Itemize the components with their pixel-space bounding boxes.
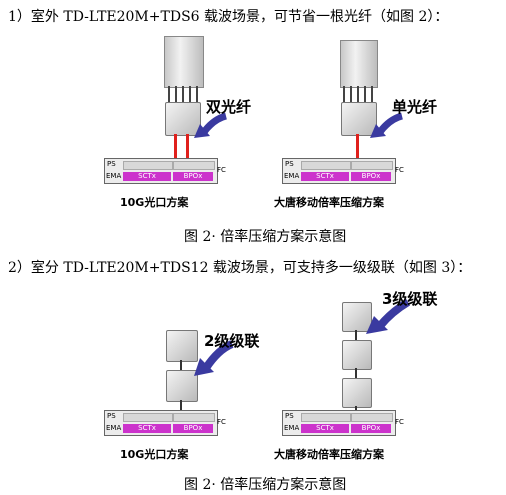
- rack-slot: [173, 161, 215, 170]
- rack-label-fc: FC: [395, 418, 404, 426]
- callout-3-level: 3级级联: [382, 290, 438, 308]
- rru-module: [166, 370, 198, 402]
- fiber-line: [186, 134, 189, 160]
- rack-slot-bp: BPOx: [173, 172, 213, 181]
- bbu-rack: PS EMA SCTx BPOx FC: [104, 158, 226, 184]
- figure-caption: 图 2· 倍率压缩方案示意图: [184, 477, 347, 493]
- rru-module: [342, 340, 372, 370]
- rack-label-fc: FC: [217, 418, 226, 426]
- paragraph-1: 1）室外 TD-LTE20M+TDS6 载波场景，可节省一根光纤（如图 2）：: [8, 9, 449, 25]
- rru-module: [342, 302, 372, 332]
- rack-slot-sc: SCTx: [123, 424, 171, 433]
- arrow-icon: [194, 112, 228, 138]
- rack-label-fc: FC: [395, 166, 404, 174]
- callout-single-fiber: 单光纤: [392, 98, 438, 116]
- rack-slot-sc: SCTx: [301, 172, 349, 181]
- rru-cables: [168, 86, 198, 102]
- rack-label-ema: EMA: [284, 424, 300, 432]
- rack-slot-sc: SCTx: [301, 424, 349, 433]
- rack-label-ema: EMA: [106, 172, 122, 180]
- rack-slot-bp: BPOx: [351, 172, 391, 181]
- rack-label-ema: EMA: [284, 172, 300, 180]
- callout-2-level: 2级级联: [204, 332, 260, 350]
- rack-slot: [351, 413, 393, 422]
- rack-slot-bp: BPOx: [351, 424, 391, 433]
- cascade-link: [180, 400, 182, 412]
- bbu-rack: PS EMA SCTx BPOx FC: [104, 410, 226, 436]
- left-subcaption: 10G光口方案: [120, 196, 189, 209]
- rack-slot: [123, 413, 173, 422]
- cascade-link: [355, 368, 357, 378]
- rack-label-ps: PS: [285, 160, 294, 168]
- rack-label-ema: EMA: [106, 424, 122, 432]
- figure-1: 双光纤 PS EMA SCTx BPOx FC 10G光口方案 单光纤 PS E…: [104, 36, 438, 245]
- rru-module: [342, 378, 372, 408]
- paragraph-2: 2）室分 TD-LTE20M+TDS12 载波场景，可支持多一级级联（如图 3）…: [8, 260, 472, 276]
- arrow-icon: [370, 112, 404, 138]
- callout-dual-fiber: 双光纤: [206, 98, 252, 116]
- optical-module: [165, 102, 201, 136]
- rru-module: [166, 330, 198, 362]
- rack-slot: [123, 161, 173, 170]
- rru-cables: [343, 86, 373, 102]
- bbu-rack: PS EMA SCTx BPOx FC: [282, 410, 404, 436]
- cascade-link: [355, 406, 357, 412]
- right-subcaption: 大唐移动倍率压缩方案: [274, 448, 384, 461]
- rack-slot: [351, 161, 393, 170]
- rack-label-ps: PS: [285, 412, 294, 420]
- rack-slot: [301, 161, 351, 170]
- fiber-line: [174, 134, 177, 160]
- rru-unit: [340, 40, 378, 88]
- arrow-icon: [366, 298, 410, 334]
- rack-slot: [301, 413, 351, 422]
- fiber-line: [356, 134, 359, 160]
- bbu-rack: PS EMA SCTx BPOx FC: [282, 158, 404, 184]
- rack-slot-bp: BPOx: [173, 424, 213, 433]
- rack-label-ps: PS: [107, 160, 116, 168]
- rack-slot-sc: SCTx: [123, 172, 171, 181]
- right-subcaption: 大唐移动倍率压缩方案: [274, 196, 384, 209]
- rack-label-fc: FC: [217, 166, 226, 174]
- arrow-icon: [194, 340, 234, 376]
- cascade-link: [355, 330, 357, 340]
- optical-module: [341, 102, 377, 136]
- left-subcaption: 10G光口方案: [120, 448, 189, 461]
- rack-slot: [173, 413, 215, 422]
- rack-label-ps: PS: [107, 412, 116, 420]
- figure-caption: 图 2· 倍率压缩方案示意图: [184, 229, 347, 245]
- cascade-link: [180, 360, 182, 370]
